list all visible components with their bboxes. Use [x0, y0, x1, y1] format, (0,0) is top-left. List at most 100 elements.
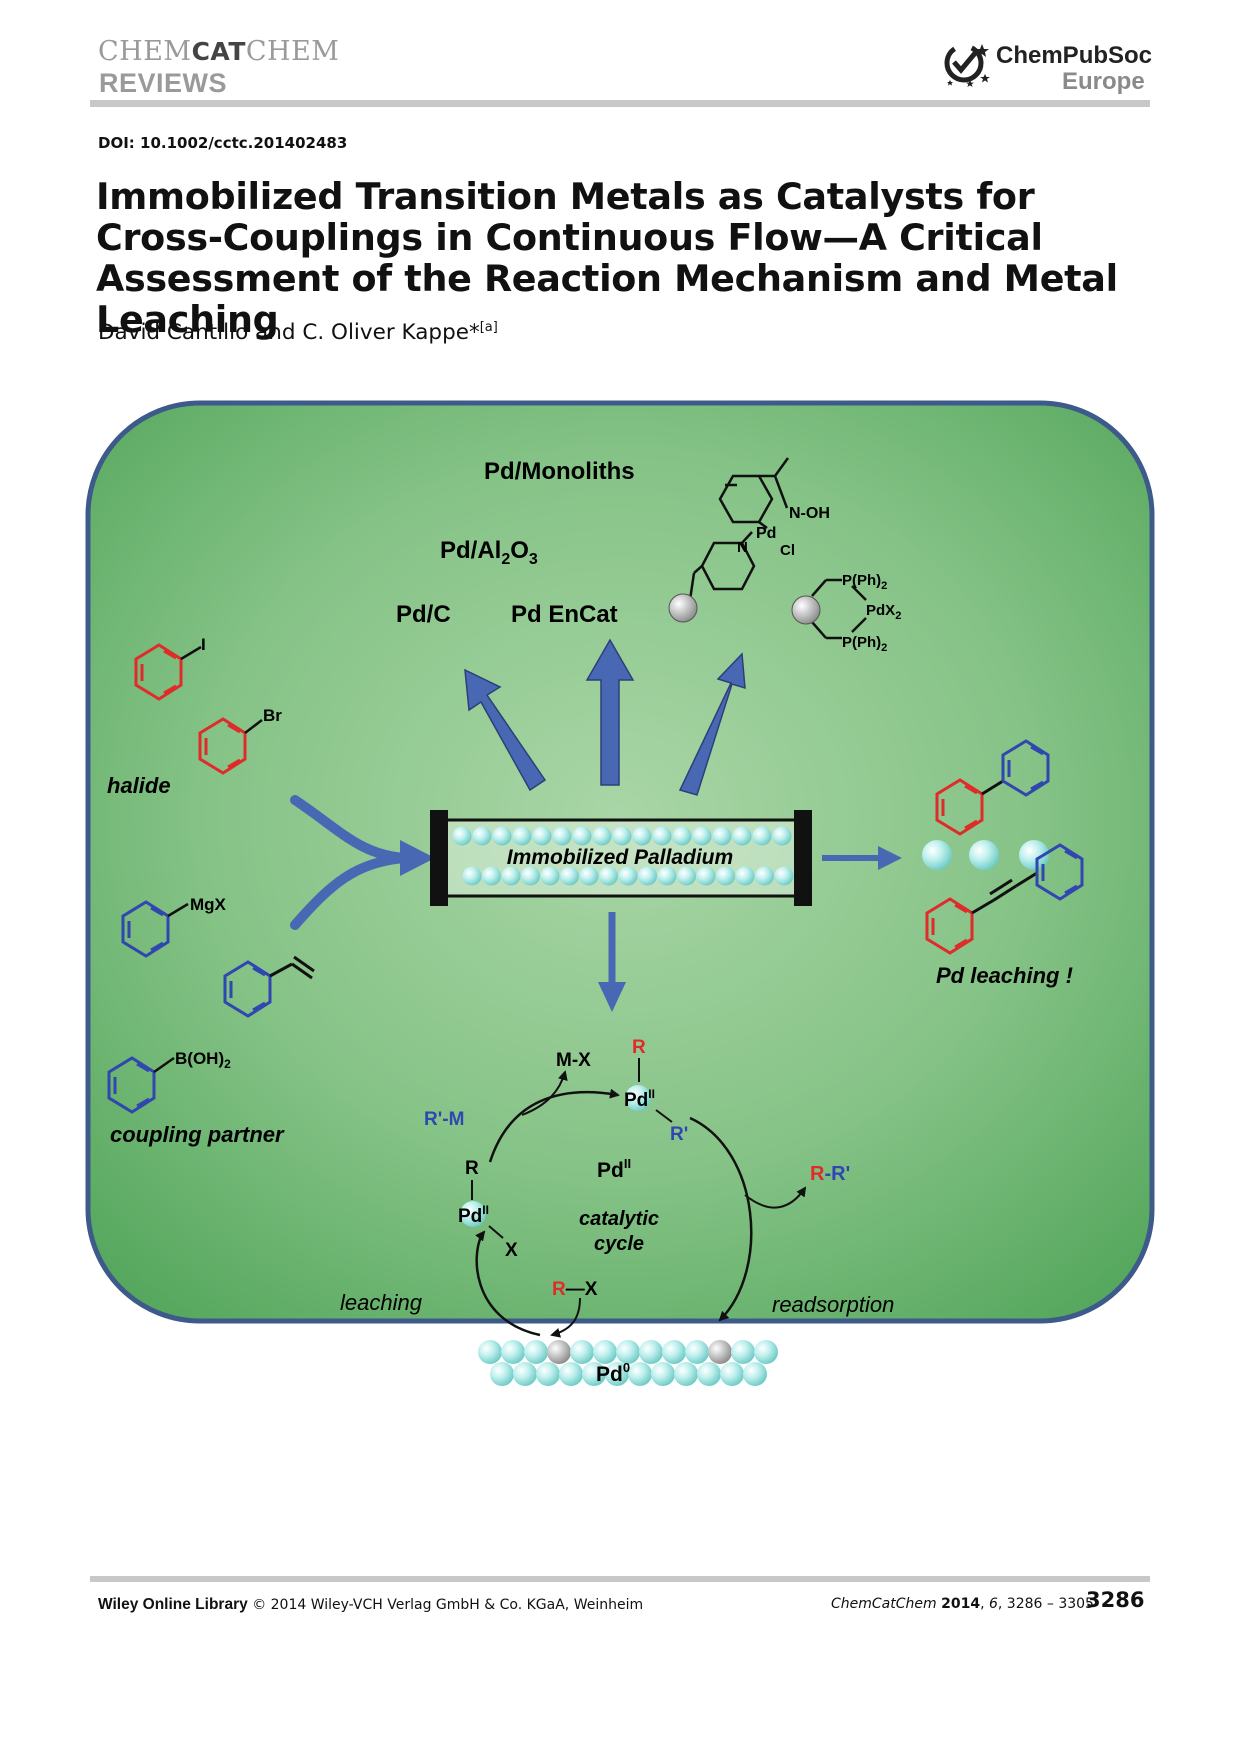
label-pd-monoliths: Pd/Monoliths	[484, 458, 635, 485]
cycle-x-left: X	[505, 1240, 518, 1261]
label-coupling-partner: coupling partner	[110, 1122, 285, 1147]
surface-bead	[708, 1340, 732, 1364]
palladacycle-structure	[688, 457, 790, 601]
figure-panel-background	[85, 400, 1155, 1324]
surface-bead	[616, 1340, 640, 1364]
cycle-leaching: leaching	[340, 1290, 423, 1315]
surface-bead	[628, 1362, 652, 1386]
reactor-bead	[482, 866, 501, 886]
label-halide: halide	[107, 773, 171, 798]
leached-bead	[1019, 840, 1049, 870]
surface-bead	[593, 1340, 617, 1364]
surface-bead	[513, 1362, 537, 1386]
reactor-bead	[452, 826, 472, 846]
palladacycle-pd: Pd	[756, 525, 776, 542]
phosphine-top: P(Ph)2	[842, 572, 887, 592]
reactor-bead	[552, 826, 572, 846]
reactor-bead	[579, 866, 599, 886]
surface-bead	[547, 1340, 571, 1364]
rx-addition-arc	[550, 1297, 581, 1338]
reactor-label: Immobilized Palladium	[507, 846, 733, 869]
footer-citation: ChemCatChem 2014, 6, 3286 – 3305	[831, 1596, 1094, 1612]
journal-name-suffix: CHEM	[245, 36, 340, 67]
citation-volume: 6	[988, 1596, 998, 1612]
reactor-bead	[752, 826, 772, 846]
cycle-mx: M-X	[556, 1050, 591, 1071]
reactor-bead	[696, 866, 716, 886]
publisher-name: ChemPubSoc	[996, 42, 1153, 69]
reactor-bead	[540, 866, 560, 886]
mx-release-arc	[521, 1070, 568, 1116]
reactor-bead	[772, 826, 792, 846]
leached-bead	[922, 840, 952, 870]
reactor-bead	[632, 826, 652, 846]
surface-bead	[536, 1362, 560, 1386]
surface-bead	[570, 1340, 594, 1364]
footer-rule	[90, 1576, 1150, 1582]
surface-bead	[524, 1340, 548, 1364]
boronic-group: B(OH)2	[175, 1049, 231, 1071]
catalytic-cycle: M-X R PdII R' R'-M PdII R PdII X catalyt…	[340, 1037, 894, 1386]
reactor-bead	[472, 826, 492, 846]
feed-arrow-head	[400, 840, 435, 876]
reactor-end-left	[430, 810, 448, 906]
pd-atom-top	[625, 1085, 651, 1111]
article-title: Immobilized Transition Metals as Catalys…	[96, 175, 1118, 341]
header-rule	[90, 100, 1150, 107]
reactor-bead	[492, 826, 512, 846]
reactor-beads	[452, 826, 794, 886]
support-bead-palladacycle	[668, 593, 698, 623]
surface-bead	[720, 1362, 744, 1386]
cycle-r-top: R	[632, 1037, 646, 1058]
reactor-bead	[652, 826, 672, 846]
copyright-text: © 2014 Wiley-VCH Verlag GmbH & Co. KGaA,…	[252, 1597, 644, 1613]
cycle-rx: R—X	[552, 1279, 598, 1300]
label-pd-leaching: Pd leaching !	[936, 963, 1073, 988]
reactor-bead	[572, 826, 592, 846]
label-pd-c: Pd/C	[396, 601, 451, 628]
reactor-bead	[677, 866, 696, 886]
palladacycle-n-oh: N-OH	[789, 505, 830, 522]
pd-atom-left	[460, 1201, 486, 1227]
affiliation-mark: [a]	[479, 320, 498, 335]
reactor-bead	[672, 826, 692, 846]
cycle-readsorption: readsorption	[772, 1292, 894, 1317]
cycle-pd0: Pd0	[596, 1360, 630, 1386]
surface-bead	[582, 1362, 606, 1386]
journal-name: CHEMCATCHEM	[98, 36, 339, 67]
surface-bead	[501, 1340, 525, 1364]
cycle-arc-top	[488, 1088, 620, 1163]
surface-bead	[697, 1362, 721, 1386]
boronic-bond	[153, 1056, 175, 1074]
reactor-end-right	[794, 810, 812, 906]
reactor-bead	[501, 866, 521, 886]
reactor-bead	[462, 866, 482, 886]
cycle-pd-left: PdII	[458, 1203, 489, 1227]
arrow-to-pd-encat	[585, 638, 635, 786]
cycle-r-left: R	[465, 1158, 479, 1179]
reactor-bead	[521, 866, 540, 886]
wiley-online-library-link[interactable]: Wiley Online Library	[98, 1596, 248, 1613]
cycle-arc-right	[689, 1116, 753, 1322]
support-bead-phosphine	[791, 595, 821, 625]
cycle-catalytic: catalytic	[579, 1208, 659, 1230]
reactor-bead	[599, 866, 618, 886]
grignard-group: MgX	[190, 895, 227, 914]
grignard-structure	[121, 900, 170, 958]
palladacycle-cl: Cl	[780, 542, 795, 559]
reactor-bead	[618, 866, 638, 886]
bromide-atom: Br	[263, 706, 282, 725]
footer-copyright: Wiley Online Library © 2014 Wiley-VCH Ve…	[98, 1596, 643, 1614]
cycle-arc-left	[475, 1230, 541, 1337]
feed-arrows	[290, 795, 410, 930]
iodide-atom: I	[201, 635, 206, 654]
reactor-bead	[732, 826, 752, 846]
palladacycle-n: N	[737, 539, 748, 556]
reactor-bead	[592, 826, 612, 846]
reactor-bead	[735, 866, 755, 886]
surface-bead	[490, 1362, 514, 1386]
biaryl-product-structure	[935, 739, 1050, 836]
reactor-bead	[716, 866, 735, 886]
reactor-bead	[560, 866, 579, 886]
publisher-subtitle: Europe	[1062, 68, 1145, 95]
